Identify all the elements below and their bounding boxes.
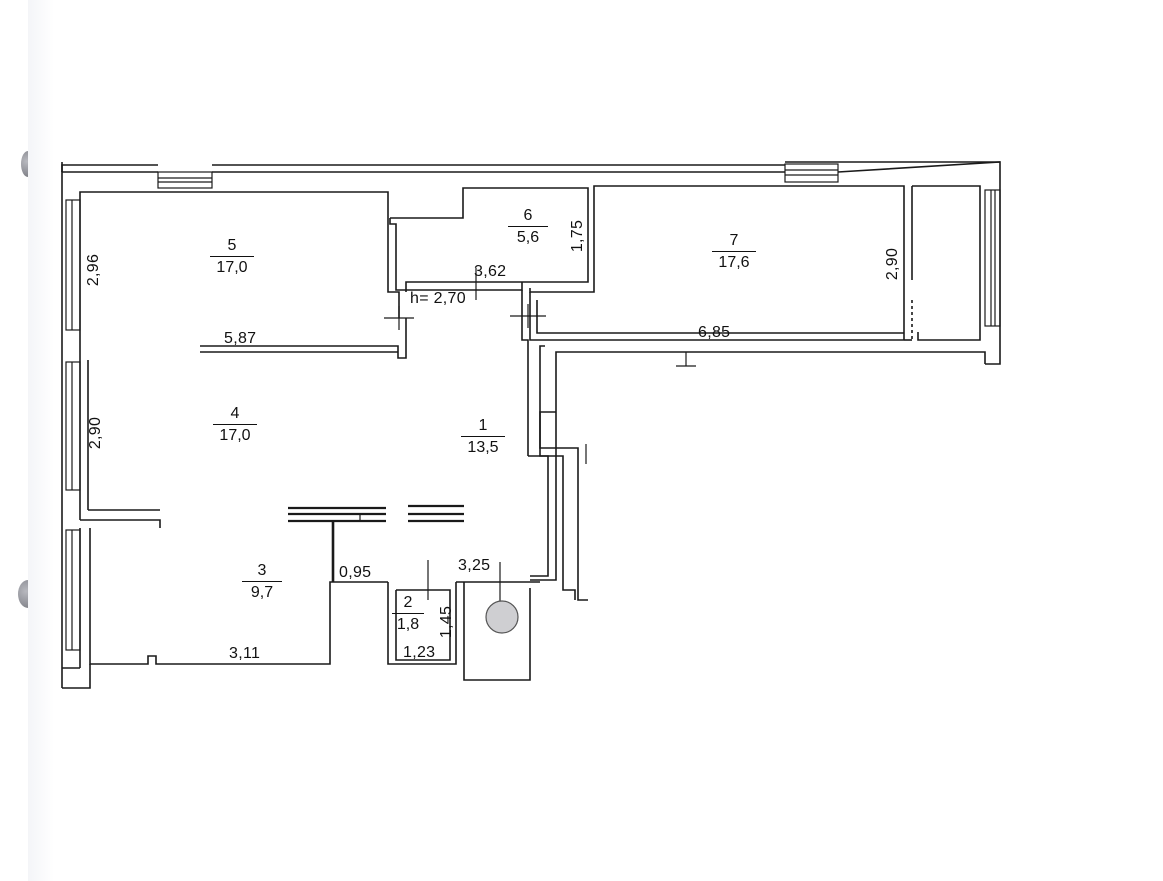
room-6-label: 6 5,6	[508, 208, 548, 246]
dim-room6-height: 1,75	[569, 219, 586, 253]
room-4-area: 17,0	[219, 427, 251, 444]
dim-room5-width: 5,87	[224, 330, 257, 347]
dim-hall-width: 3,25	[458, 557, 491, 574]
room-5-label: 5 17,0	[210, 238, 254, 276]
dim-room4-height: 2,90	[87, 416, 104, 450]
room-2-area: 1,8	[396, 616, 420, 633]
dim-hall-small: 0,95	[339, 564, 372, 581]
room-4-number: 4	[213, 406, 257, 425]
room-6-walls	[389, 185, 596, 293]
drain-circle	[485, 600, 519, 634]
room-6-number: 6	[508, 208, 548, 227]
outer-wall	[61, 161, 1001, 689]
dim-room2-width: 1,23	[403, 644, 436, 661]
room-2-number: 2	[392, 595, 424, 614]
dim-room7-height: 2,90	[884, 247, 901, 281]
room-7-label: 7 17,6	[712, 233, 756, 271]
room-3-label: 3 9,7	[242, 563, 282, 601]
windows	[65, 163, 1001, 651]
dim-room7-width: 6,85	[698, 324, 731, 341]
ceiling-height: h= 2,70	[410, 290, 466, 307]
dim-room6-width: 3,62	[474, 263, 507, 280]
dim-room5-height: 2,96	[85, 253, 102, 287]
room-7-area: 17,6	[718, 254, 750, 271]
room-5-area: 17,0	[216, 259, 248, 276]
room-7-walls	[529, 185, 981, 341]
tick-marks	[384, 268, 696, 602]
room-1-number: 1	[461, 418, 505, 437]
dim-room2-height: 1,45	[438, 605, 455, 639]
room-3-number: 3	[242, 563, 282, 582]
room-1-area: 13,5	[467, 439, 499, 456]
room-4-label: 4 17,0	[213, 406, 257, 444]
room-2-label: 2 1,8	[392, 595, 424, 633]
room-2-walls	[387, 581, 540, 681]
room-3-area: 9,7	[250, 584, 274, 601]
room-6-area: 5,6	[516, 229, 540, 246]
room-1-label: 1 13,5	[461, 418, 505, 456]
partition-wall	[288, 504, 464, 582]
room-4-1-walls	[79, 290, 557, 581]
room-5-number: 5	[210, 238, 254, 257]
scan-left-edge	[28, 0, 54, 881]
dim-room3-width: 3,11	[229, 645, 261, 662]
room-3-walls	[62, 528, 388, 669]
room-7-number: 7	[712, 233, 756, 252]
